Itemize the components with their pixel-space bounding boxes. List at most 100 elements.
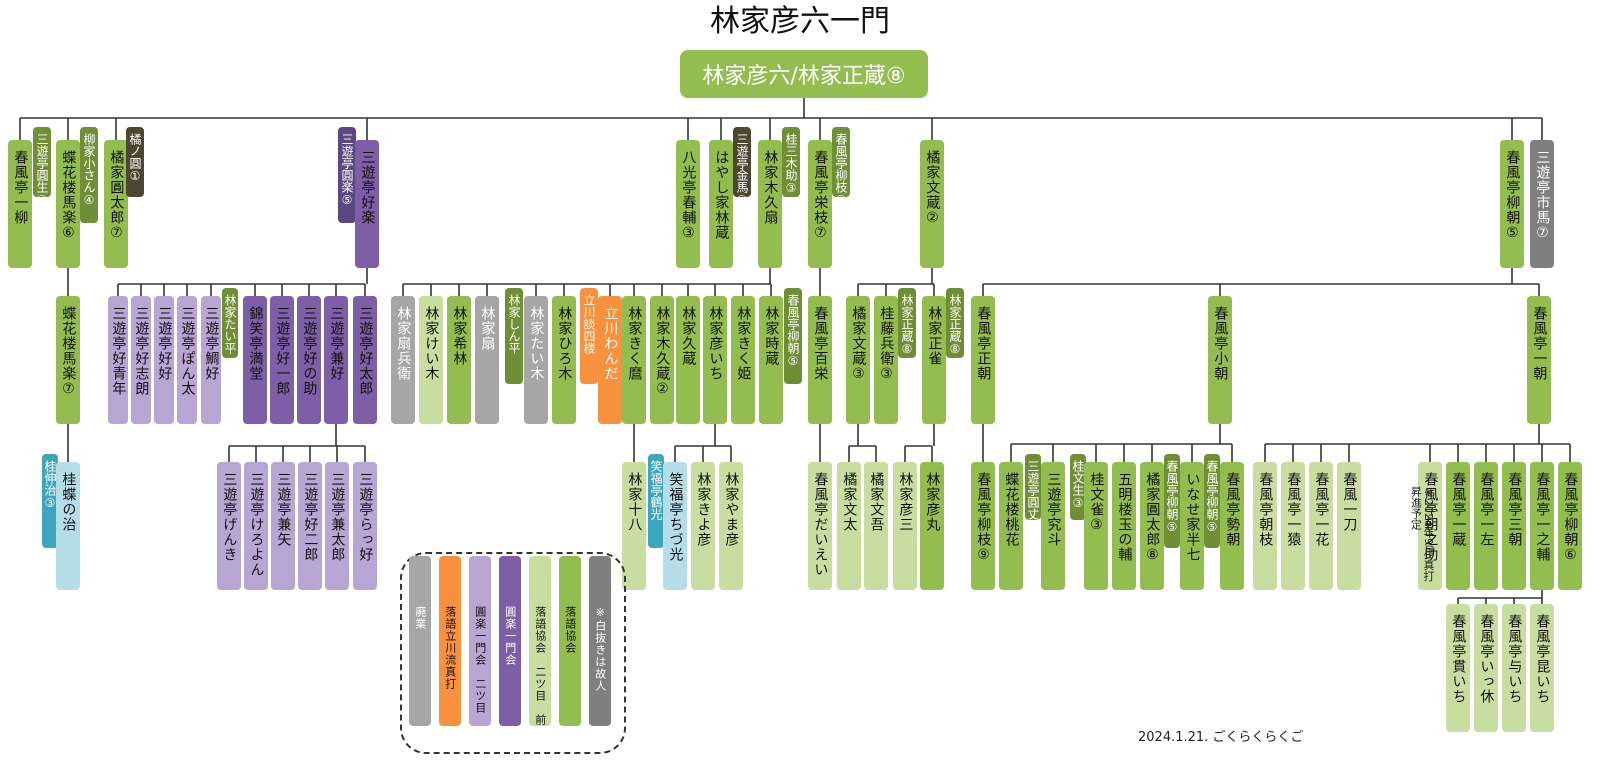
member-node-bungo[interactable]: 橘家文吾: [864, 462, 888, 590]
member-node-ponta[interactable]: 三遊亭ぽん太: [177, 296, 197, 424]
member-node-ichizou[interactable]: 春風亭一蔵: [1446, 462, 1470, 590]
member-node-bunta[interactable]: 橘家文太: [837, 462, 861, 590]
master-tag-ryuuchou5d[interactable]: 春風亭柳朝⑤: [1204, 454, 1220, 548]
master-tag-enraku5[interactable]: 三遊亭圓楽⑤: [338, 127, 356, 223]
member-node-shouchou[interactable]: 春風亭正朝: [971, 296, 995, 424]
member-node-tokizou[interactable]: 林家時蔵: [759, 296, 783, 424]
master-tag-shouzou8a[interactable]: 林家正蔵⑧: [898, 288, 916, 358]
member-node-hanshichi[interactable]: いなせ家半七: [1180, 462, 1204, 590]
member-node-kenkou[interactable]: 三遊亭兼好: [324, 296, 348, 424]
member-node-kyuuto[interactable]: 三遊亭究斗: [1041, 462, 1065, 590]
member-node-eishi[interactable]: 春風亭栄枝⑦: [808, 140, 832, 268]
member-node-ryuushi9[interactable]: 春風亭柳枝⑨: [971, 462, 995, 590]
member-node-genki[interactable]: 三遊亭げんき: [217, 462, 241, 590]
member-node-ichien[interactable]: 春風亭一猿: [1281, 462, 1305, 590]
master-tag-shinpei[interactable]: 林家しん平: [505, 288, 523, 384]
member-node-kirin[interactable]: 林家希林: [447, 296, 471, 424]
member-node-daiei[interactable]: 春風亭だいえい: [808, 462, 832, 590]
member-node-entarou[interactable]: 橘家圓太郎⑦: [104, 140, 128, 268]
member-node-bunzou2[interactable]: 橘家文蔵②: [920, 140, 944, 268]
master-tag-ryuuchou5b[interactable]: 春風亭柳朝⑤: [784, 288, 802, 384]
master-tag-danshirou[interactable]: 立川談四楼: [580, 288, 598, 384]
master-tag-kakukou[interactable]: 笑福亭鶴光: [648, 454, 664, 548]
master-tag-enjou[interactable]: 三遊亭圓丈: [1025, 454, 1041, 520]
member-node-ryuuchou[interactable]: 春風亭柳朝⑤: [1500, 140, 1524, 268]
member-node-kojirou[interactable]: 三遊亭好二郎: [298, 462, 322, 590]
member-node-kikuma[interactable]: 林家きく麿: [622, 296, 646, 424]
member-node-ryuuchou6[interactable]: 春風亭柳朝⑥: [1558, 462, 1582, 590]
member-node-choushi[interactable]: 春風亭朝枝: [1253, 462, 1277, 590]
member-node-hyoue[interactable]: 桂藤兵衛③: [874, 296, 898, 424]
master-tag-kisuke[interactable]: 桂三木助③: [782, 127, 800, 197]
member-node-ichiba[interactable]: 三遊亭市馬⑦: [1530, 140, 1554, 268]
member-node-keiboku[interactable]: 林家けい木: [419, 296, 443, 424]
master-tag-tachinoen[interactable]: 橘ノ圓①: [126, 127, 144, 197]
member-node-ikkyuu[interactable]: 春風亭いっ休: [1474, 604, 1498, 732]
master-tag-bunshou3[interactable]: 桂文生③: [1070, 454, 1086, 520]
member-node-hikoichi[interactable]: 林家彦いち: [703, 296, 727, 424]
member-node-yoichi[interactable]: 春風亭与いち: [1502, 604, 1526, 732]
member-node-hikozou[interactable]: 林家彦三: [893, 462, 917, 590]
master-tag-kinba[interactable]: 三遊亭金馬③: [733, 127, 751, 197]
member-node-seichou[interactable]: 春風亭勢朝: [1220, 462, 1244, 590]
member-node-ichiasa[interactable]: 春風亭一朝: [1527, 296, 1551, 424]
member-node-harusuke[interactable]: 八光亭春輔③: [676, 140, 700, 268]
member-node-taikou[interactable]: 三遊亭鯛好: [201, 296, 221, 424]
member-node-rinzou[interactable]: はやし家林蔵: [709, 140, 733, 268]
member-node-koukou[interactable]: 三遊亭好好: [154, 296, 174, 424]
member-node-konosuke[interactable]: 三遊亭好の助: [297, 296, 321, 424]
member-node-bunzou3[interactable]: 橘家文蔵③: [846, 296, 870, 424]
member-node-kikuhime[interactable]: 林家きく姫: [731, 296, 755, 424]
master-tag-ryuushi8[interactable]: 春風亭柳枝⑧: [832, 127, 850, 197]
member-node-ichinosuke[interactable]: 春風亭一之輔: [1530, 462, 1554, 590]
master-tag-enshou[interactable]: 三遊亭圓生⑥: [33, 127, 51, 197]
member-node-hikomaru[interactable]: 林家彦丸: [920, 462, 944, 590]
member-node-momohana[interactable]: 蝶花楼桃花: [999, 462, 1023, 590]
member-node-ichiryu[interactable]: 春風亭一柳: [8, 140, 32, 268]
member-node-ittou[interactable]: 春風一刀: [1337, 462, 1361, 590]
member-node-hiroki[interactable]: 林家ひろ木: [552, 296, 576, 424]
master-tag-taihei[interactable]: 林家たい平: [222, 288, 238, 358]
member-node-baraku7[interactable]: 蝶花楼馬楽⑦: [56, 296, 80, 424]
member-node-mantou[interactable]: 錦笑亭満堂: [243, 296, 267, 424]
master-tag-kosan[interactable]: 柳家小さん④: [80, 127, 98, 223]
member-node-keroyon[interactable]: 三遊亭けろよん: [244, 462, 268, 590]
member-node-kotarou[interactable]: 三遊亭好太郎: [353, 296, 377, 424]
member-node-seinen[interactable]: 三遊亭好青年: [108, 296, 128, 424]
member-node-sanchou[interactable]: 春風亭三朝: [1502, 462, 1526, 590]
member-node-barakusan[interactable]: 蝶花楼馬楽⑥: [56, 140, 80, 268]
member-node-shirou[interactable]: 三遊亭好志朗: [131, 296, 151, 424]
root-node[interactable]: 林家彦六/林家正蔵⑧: [680, 50, 928, 98]
member-node-hyakuei[interactable]: 春風亭百栄: [808, 296, 832, 424]
member-node-kikuzou2[interactable]: 林家木久蔵②: [650, 296, 674, 424]
member-node-wanda[interactable]: 立川わんだ: [598, 296, 622, 424]
master-tag-ryuuchou5c[interactable]: 春風亭柳朝⑤: [1164, 454, 1180, 548]
member-node-chiruko[interactable]: 笑福亭ちづ光: [663, 462, 687, 590]
member-node-kaniichi[interactable]: 春風亭貫いち: [1446, 604, 1470, 732]
member-node-ichisa[interactable]: 春風亭一左: [1474, 462, 1498, 590]
member-node-kentarou[interactable]: 三遊亭兼太郎: [325, 462, 349, 590]
member-node-gyokunosuke[interactable]: 五明楼玉の輔: [1112, 462, 1136, 590]
member-node-kenya[interactable]: 三遊亭兼矢: [271, 462, 295, 590]
member-node-senbee[interactable]: 林家扇兵衛: [391, 296, 415, 424]
member-node-entarou8[interactable]: 橘家圓太郎⑧: [1140, 462, 1164, 590]
member-node-shoujaku[interactable]: 林家正雀: [922, 296, 946, 424]
master-tag-nobuji[interactable]: 桂伸治③: [42, 454, 58, 548]
member-node-sen[interactable]: 林家扇: [475, 296, 499, 424]
member-node-kyuuzou[interactable]: 林家久蔵: [676, 296, 700, 424]
member-node-koasa[interactable]: 春風亭小朝: [1208, 296, 1232, 424]
member-node-ikka[interactable]: 春風亭一花: [1309, 462, 1333, 590]
member-node-taiboku[interactable]: 林家たい木: [524, 296, 548, 424]
master-tag-shouzou8b[interactable]: 林家正蔵⑧: [946, 288, 964, 358]
member-node-juuhachi[interactable]: 林家十八: [622, 462, 646, 590]
member-node-asanosuke[interactable]: 春風亭朝之助: [1418, 462, 1442, 590]
member-node-kikuou[interactable]: 林家木久扇: [758, 140, 782, 268]
member-node-bunjaku3[interactable]: 桂文雀③: [1084, 462, 1108, 590]
member-node-biwaichi[interactable]: 春風亭昆いち: [1530, 604, 1554, 732]
member-node-kiyohiko[interactable]: 林家きよ彦: [691, 462, 715, 590]
member-node-kouraku[interactable]: 三遊亭好楽: [355, 140, 379, 268]
member-node-ichirou[interactable]: 三遊亭好一郎: [270, 296, 294, 424]
member-node-rakkou[interactable]: 三遊亭らっ好: [353, 462, 377, 590]
member-node-yamahiko[interactable]: 林家やま彦: [719, 462, 743, 590]
member-node-chouji[interactable]: 桂蝶の治: [56, 462, 80, 590]
